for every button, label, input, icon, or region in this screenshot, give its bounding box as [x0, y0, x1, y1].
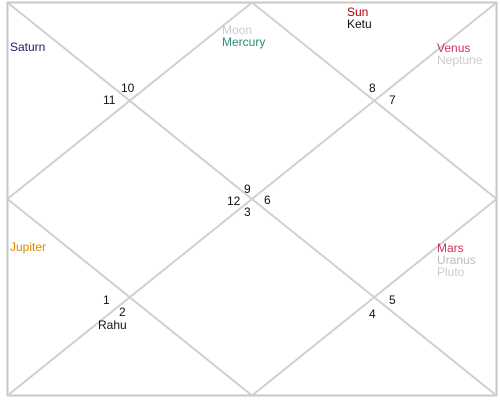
sign-number: 3	[244, 205, 251, 219]
sign-number: 8	[369, 81, 376, 95]
sign-number: 12	[227, 194, 241, 208]
planet-ketu: Ketu	[347, 17, 372, 31]
sign-number: 11	[103, 93, 116, 107]
planet-pluto: Pluto	[437, 265, 465, 279]
sign-number: 5	[389, 293, 396, 307]
inner-diamond	[5, 1, 499, 397]
sign-number: 1	[103, 293, 110, 307]
planet-mars: Mars	[437, 241, 464, 255]
planet-rahu: Rahu	[98, 318, 127, 332]
diagonal-anti	[6, 1, 498, 397]
planet-moon: Moon	[222, 23, 252, 37]
sign-number: 7	[389, 93, 396, 107]
sign-number: 6	[264, 193, 271, 207]
planet-venus: Venus	[437, 41, 470, 55]
sign-number: 10	[121, 81, 135, 95]
planet-sun: Sun	[347, 5, 368, 19]
planet-neptune: Neptune	[437, 53, 483, 67]
sign-number: 2	[119, 305, 126, 319]
planet-jupiter: Jupiter	[10, 240, 46, 254]
sign-number: 4	[369, 307, 376, 321]
planet-mercury: Mercury	[222, 35, 265, 49]
sign-number: 9	[244, 182, 251, 196]
planet-uranus: Uranus	[437, 253, 476, 267]
planet-saturn: Saturn	[10, 40, 45, 54]
